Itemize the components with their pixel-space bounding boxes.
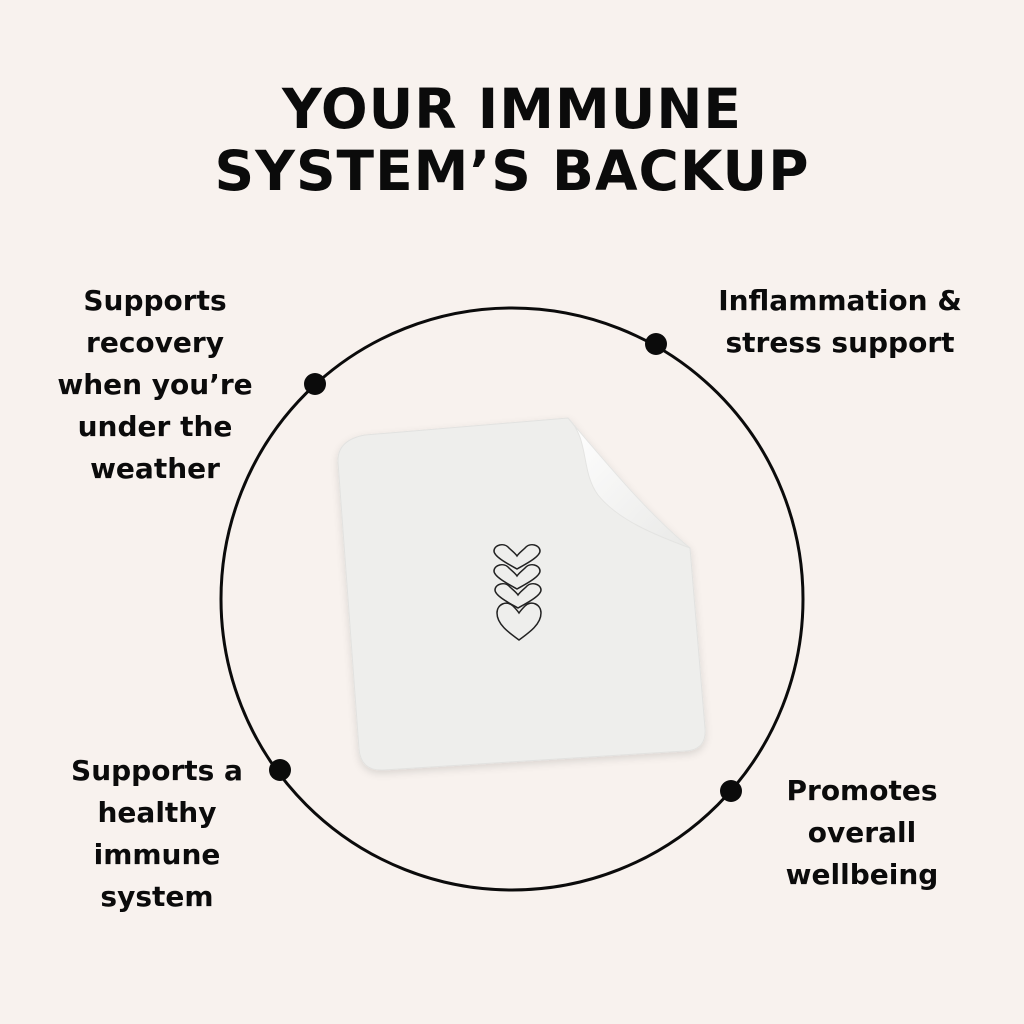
benefit-line: when you’re — [57, 368, 253, 401]
patch — [337, 417, 706, 771]
benefit-line: stress support — [725, 326, 955, 359]
dot-top-left — [304, 373, 326, 395]
headline: YOUR IMMUNE SYSTEM’S BACKUP — [0, 78, 1024, 202]
dot-top-right — [645, 333, 667, 355]
benefit-line: wellbeing — [785, 858, 939, 891]
benefit-line: Supports — [83, 284, 227, 317]
patch-curl — [567, 417, 691, 549]
benefit-line: weather — [90, 452, 220, 485]
benefit-immune-system: Supports a healthy immune system — [40, 750, 274, 918]
stacked-hearts-icon — [493, 543, 542, 641]
benefit-line: Inflammation & — [718, 284, 962, 317]
benefit-line: overall — [807, 816, 917, 849]
headline-line-2: SYSTEM’S BACKUP — [214, 139, 810, 203]
benefit-wellbeing: Promotes overall wellbeing — [752, 770, 972, 896]
benefit-line: recovery — [86, 326, 224, 359]
patch-body — [337, 417, 706, 771]
orbit-ring — [219, 306, 805, 892]
benefit-line: under the — [77, 410, 233, 443]
benefit-recovery: Supports recovery when you’re under the … — [30, 280, 280, 490]
benefit-line: Supports a — [71, 754, 243, 787]
headline-line-1: YOUR IMMUNE — [282, 77, 742, 141]
dot-bottom-right — [720, 780, 742, 802]
benefit-line: Promotes — [786, 774, 938, 807]
benefit-line: system — [100, 880, 214, 913]
benefit-inflammation: Inflammation & stress support — [690, 280, 990, 364]
benefit-line: healthy — [97, 796, 217, 829]
benefit-line: immune — [93, 838, 221, 871]
dot-bottom-left — [269, 759, 291, 781]
